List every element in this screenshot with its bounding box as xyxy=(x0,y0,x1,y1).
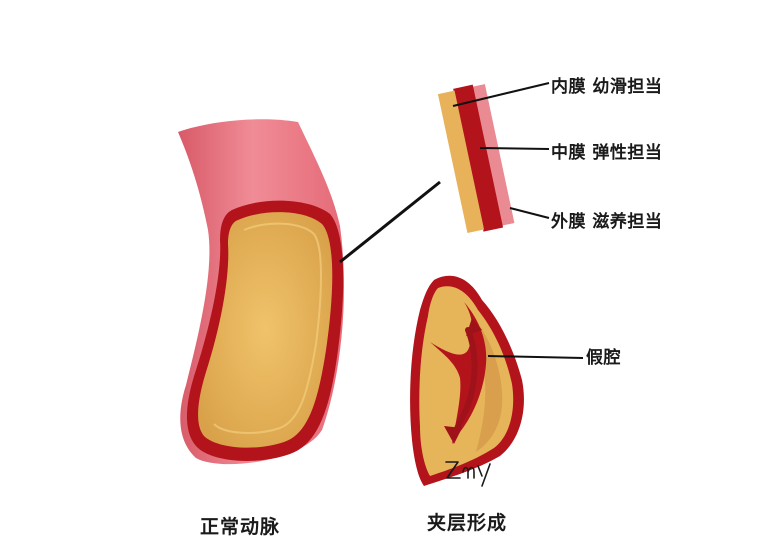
false-lumen-label: 假腔 xyxy=(586,343,621,368)
layer-detail xyxy=(438,82,515,235)
dissection-caption: 夹层形成 xyxy=(427,508,507,535)
normal-artery xyxy=(178,119,344,464)
normal-artery-caption: 正常动脉 xyxy=(200,512,280,539)
media-leader xyxy=(480,148,549,149)
zoom-connector-line xyxy=(340,182,440,262)
dissection-artery xyxy=(410,276,524,486)
adventitia-leader xyxy=(510,208,549,218)
adventitia-label: 外膜 滋养担当 xyxy=(551,207,662,232)
media-label: 中膜 弹性担当 xyxy=(551,138,662,163)
intima-label: 内膜 幼滑担当 xyxy=(551,72,662,97)
